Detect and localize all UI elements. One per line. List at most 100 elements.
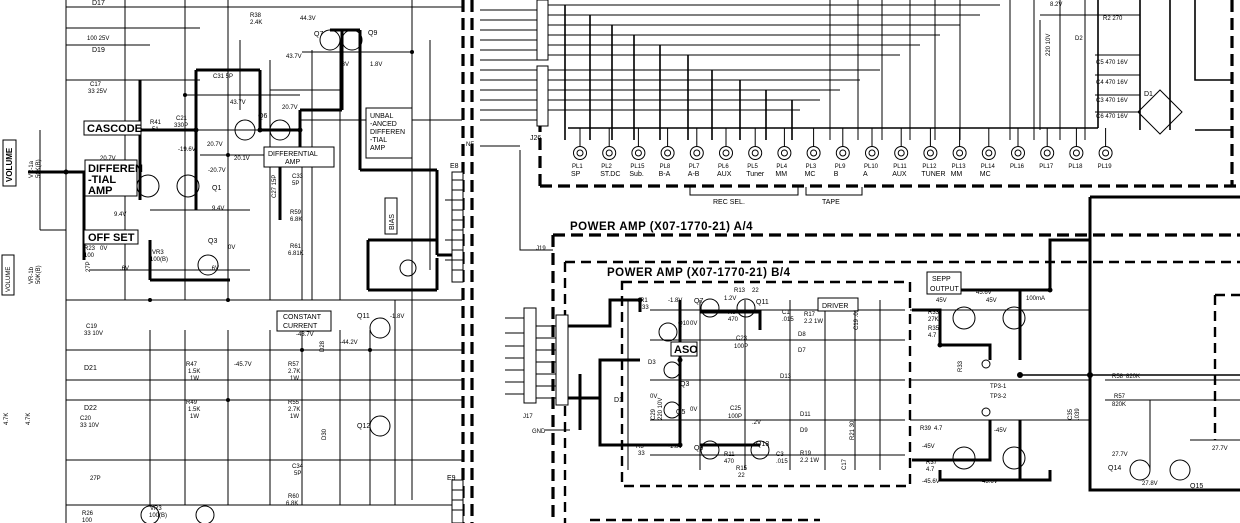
offset-box (83, 229, 139, 245)
lamp-id: PL8 (660, 164, 671, 170)
lamp-id: PL17 (1039, 164, 1054, 170)
lamp-filament (576, 149, 584, 157)
connector-labels: E8 E9 NF J19 J17 GND J26 (447, 135, 546, 482)
c33-value: 5P (292, 181, 299, 187)
sepp-line2: OUTPUT (930, 286, 960, 293)
lamp-name: B (834, 171, 839, 178)
pa-v-m1-8b: -1.8V (668, 444, 682, 450)
pa-r11-value: 470 (724, 459, 735, 465)
pa-r57-value: 820K (1112, 402, 1126, 408)
aso-label: ASO (674, 344, 698, 356)
psu-c5: C5 470 16V (1096, 60, 1128, 66)
volume-label: VOLUME (5, 147, 14, 182)
pa-q14-label: Q14 (1108, 465, 1121, 472)
power-amp-section (505, 195, 1240, 492)
lamp-icon (719, 146, 733, 160)
constant-current-box (276, 310, 332, 332)
pa-r3-label: R3 (636, 444, 644, 450)
v-m1-8: -1.8V (390, 314, 404, 320)
pa-r58-value: 820K (1126, 374, 1140, 380)
pa-r37-label: R37 (926, 460, 938, 466)
gnd-label: GND (532, 429, 546, 435)
power-amp-a-title: POWER AMP (X07-1770-21) A/4 (570, 221, 753, 233)
pa-r19-label: R19 (800, 451, 812, 457)
lamp-icon (573, 146, 587, 160)
lamp-icon (1011, 146, 1025, 160)
driver-box (817, 297, 859, 312)
j17-label: J17 (523, 414, 533, 420)
v-43-7b: 43.7V (230, 100, 246, 106)
lamp-icon (806, 146, 821, 160)
lamp-filament (1072, 149, 1080, 157)
c17-value: 33 25V (88, 89, 107, 95)
lamp-name: AUX (717, 171, 732, 178)
r49-label: R49 (186, 400, 198, 406)
psu-d1: D1 (1144, 91, 1153, 98)
pa-r35-label: R35 (928, 326, 940, 332)
pa-d9: D9 (800, 428, 808, 434)
driver-label: DRIVER (822, 303, 848, 310)
r47-label: R47 (186, 362, 198, 368)
lamp-id: PL18 (1068, 164, 1083, 170)
r26-label: R26 (82, 511, 94, 517)
pa-r17-value: 2.2 1W (804, 319, 823, 325)
pa-d7: D7 (798, 348, 806, 354)
r57-label: R57 (288, 362, 300, 368)
psu-cap-220: 220 10V (1046, 34, 1052, 56)
lamp-icon (1069, 146, 1084, 160)
pa-v-45a: 45V (936, 298, 947, 304)
lamp-filament (605, 149, 613, 157)
lamp-id: PL19 (1098, 164, 1113, 170)
c21-label: C21 (176, 116, 188, 122)
d22-label: D22 (84, 405, 97, 412)
v-m43-7: -43.7V (296, 332, 314, 338)
unbalanced-amp-box (365, 107, 413, 159)
pa-r33-value: 27K (928, 317, 939, 323)
volume-box-lower (1, 254, 15, 296)
d28-label: D28 (320, 340, 326, 352)
r49-watt: 1W (190, 414, 199, 420)
pa-c3-value: .015 (776, 459, 788, 465)
pa-c35-value: .039 (1075, 408, 1081, 420)
lamp-icon (923, 146, 938, 160)
differential-amp-line2: AMP (285, 159, 301, 166)
lamp-filament (664, 149, 672, 157)
lamp-filament (1043, 149, 1051, 157)
pa-v-27-8: 27.8V (1142, 481, 1158, 487)
pa-v-45b: 45V (986, 298, 997, 304)
diff-amp-line1: DIFFEREN (88, 163, 143, 175)
v-0a: 0V (100, 246, 107, 252)
r47-watt: 1W (190, 376, 199, 382)
pa-v-0b: 0V (650, 394, 657, 400)
q6-pre-label: Q6 (258, 113, 267, 120)
pilot-lamp: PL16 (1010, 128, 1025, 170)
vr1a-value: 50K(B) (36, 159, 42, 178)
board-boundaries (461, 0, 1240, 523)
lamp-icon (689, 146, 704, 160)
diff-amp-box (84, 159, 138, 197)
r49-value: 1.5K (188, 407, 200, 413)
c19-value: 33 10V (84, 331, 103, 337)
pilot-lamp: PL17 (1039, 128, 1055, 170)
pa-r19-value: 2.2 1W (800, 458, 819, 464)
psu-c4: C4 470 16V (1096, 80, 1128, 86)
pa-r21: R21 30 (850, 420, 856, 440)
nf-label: NF (466, 142, 474, 148)
c34-label: C34 (292, 464, 304, 470)
bias-box (384, 197, 398, 235)
pa-r33-label: R33 (928, 310, 940, 316)
v-3: .3V (340, 62, 349, 68)
aso-box (670, 341, 698, 357)
v-20-1: 20.1V (234, 156, 250, 162)
pa-c17-label: C17 (842, 458, 848, 470)
lamp-icon (1098, 146, 1113, 160)
q7-pre-label: Q7 (314, 31, 323, 38)
pa-r15-value: 22 (738, 473, 745, 479)
